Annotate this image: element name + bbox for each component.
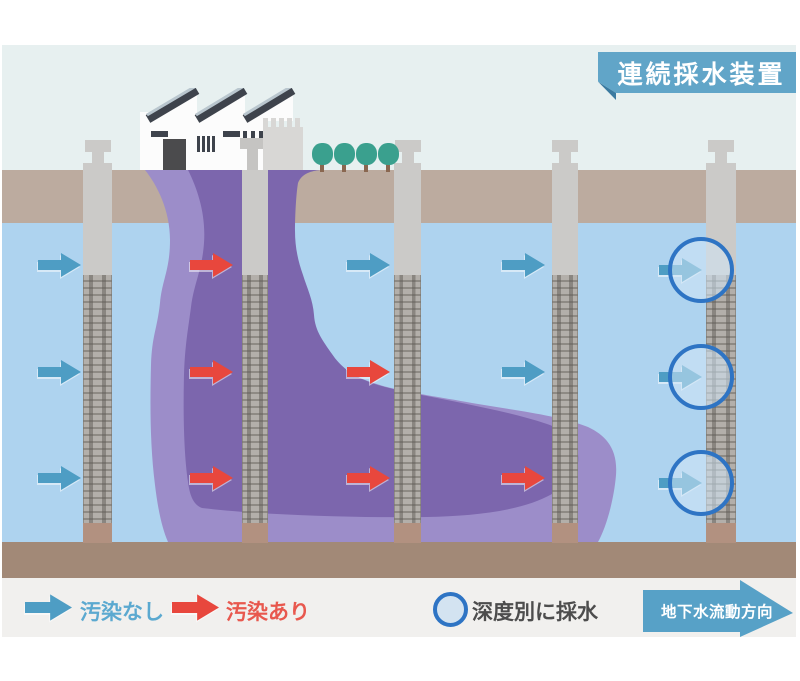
depth-sampling-circles [2, 45, 796, 637]
clean-flow-arrow [38, 252, 81, 283]
tower-crenellation [263, 118, 303, 128]
clean-flow-arrow [38, 359, 81, 390]
well-part [715, 152, 727, 164]
tree [312, 143, 333, 165]
factory-tower [263, 127, 303, 170]
legend-clean-arrow [25, 593, 72, 622]
well-part [401, 152, 414, 164]
clean-flow-arrow [502, 252, 545, 283]
well-screen [83, 275, 112, 523]
factory-door [163, 139, 186, 170]
tree [334, 143, 355, 165]
well-part [394, 140, 421, 152]
depth-sampling-circle [668, 344, 734, 410]
factory-pipe-structure [240, 138, 268, 149]
well-part [552, 163, 578, 275]
well-part [552, 523, 578, 543]
factory-chimney [243, 131, 247, 139]
tree [378, 143, 399, 165]
legend-depth-label: 深度別に採水 [472, 601, 598, 624]
well-screen [242, 275, 268, 523]
well-part [83, 163, 112, 275]
legend-clean-label: 汚染なし [80, 601, 164, 624]
factory-vent [223, 131, 240, 137]
well-part [552, 140, 578, 152]
well-part [91, 152, 104, 164]
factory-window [197, 136, 215, 152]
factory-building [138, 88, 310, 170]
contaminated-flow-arrow [347, 465, 390, 496]
tree-trunk [364, 162, 368, 172]
title-badge-label: 連続採水装置 [617, 60, 786, 89]
well-part [394, 523, 421, 543]
monitoring-well [83, 140, 112, 543]
well-screen [552, 275, 578, 523]
monitoring-well [394, 140, 421, 543]
flow-direction-label: 地下水流動方向 [660, 604, 773, 621]
contaminated-flow-arrow [347, 359, 390, 390]
legend-contaminated-arrow [172, 593, 219, 622]
factory-vent [151, 131, 168, 137]
tree-trunk [320, 162, 324, 172]
factory-chimney [259, 131, 263, 139]
tree [356, 143, 377, 165]
depth-sampling-circle [668, 450, 734, 516]
clean-flow-arrow [38, 465, 81, 496]
bedrock-layer [2, 542, 796, 578]
well-part [84, 140, 111, 152]
monitoring-well [552, 140, 578, 543]
title-badge: 連続採水装置 [598, 52, 796, 93]
contaminated-flow-arrow [190, 359, 233, 390]
clean-flow-arrow [347, 252, 390, 283]
depth-sampling-circle [668, 237, 734, 303]
well-part [559, 152, 571, 164]
well-part [242, 523, 268, 543]
tree-trunk [386, 162, 390, 172]
contaminated-flow-arrow [190, 465, 233, 496]
well-part [83, 523, 112, 543]
legend-contaminated-label: 汚染あり [226, 601, 310, 624]
well-part [708, 140, 734, 152]
factory-roofs [145, 88, 296, 123]
well-part [706, 523, 736, 543]
factory-pipe-leg [247, 149, 258, 170]
factory-chimney [251, 131, 255, 139]
contaminated-flow-arrow [190, 252, 233, 283]
contaminated-flow-arrow [502, 465, 545, 496]
diagram-canvas: 連続採水装置 汚染なし 汚染あり 深度別に採水 地下水流動方向 [2, 45, 796, 637]
well-part [394, 163, 421, 275]
clean-flow-arrow [502, 359, 545, 390]
monitoring-well [242, 140, 268, 543]
well-part [242, 163, 268, 275]
legend-depth-circle [433, 592, 468, 627]
well-screen [394, 275, 421, 523]
trees [2, 45, 796, 637]
tree-trunk [342, 162, 346, 172]
